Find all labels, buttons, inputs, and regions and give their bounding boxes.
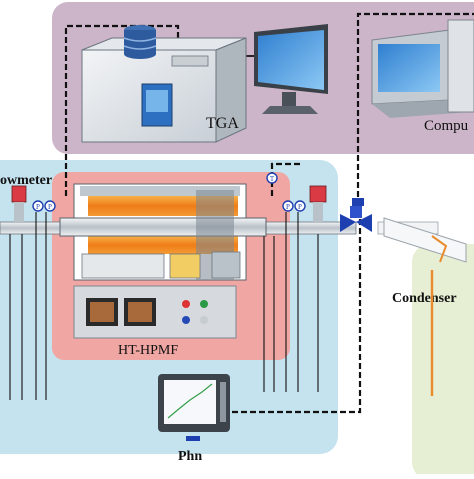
pressure-gauge-inlet-1: P [32, 200, 44, 212]
database-icon [123, 25, 157, 59]
pressure-gauge-inlet-2: P [44, 200, 56, 212]
condenser-icon [383, 217, 467, 263]
tga-label: TGA [206, 115, 239, 132]
reactor-furnace [59, 183, 267, 281]
reactor-tube [59, 217, 267, 237]
signal-line-right-loop [356, 12, 474, 206]
valve-icon [340, 198, 372, 232]
computer-label: Compu [424, 118, 469, 134]
signal-line-bottom-loop [232, 214, 362, 414]
tga-instrument-icon [81, 37, 247, 143]
desktop-tower-icon [371, 19, 474, 118]
svg-text:T: T [270, 175, 275, 183]
furnace-label: HT-HPMF [118, 343, 178, 358]
pressure-display-icon [158, 374, 230, 441]
sampling-lines [9, 212, 319, 400]
thermocouple-top: T [266, 172, 278, 184]
flowmeter-icon [11, 185, 27, 222]
svg-text:P: P [48, 203, 52, 211]
pressure-gauge-outlet-1: P [282, 200, 294, 212]
pressure-display-label: Phn [178, 449, 202, 464]
condenser-label: Condenser [392, 291, 457, 306]
signal-line-thermo [270, 162, 300, 196]
svg-text:P: P [286, 203, 290, 211]
svg-text:P: P [298, 203, 302, 211]
svg-text:P: P [36, 203, 40, 211]
condenser-panel [412, 244, 474, 479]
monitor-icon [254, 24, 328, 114]
flowmeter-icon-outlet [309, 185, 327, 222]
flowmeter-label: owmeter [0, 173, 52, 188]
furnace-controller [73, 285, 237, 339]
sensor-gauges: P P T P P [32, 172, 306, 212]
pressure-gauge-outlet-2: P [294, 200, 306, 212]
